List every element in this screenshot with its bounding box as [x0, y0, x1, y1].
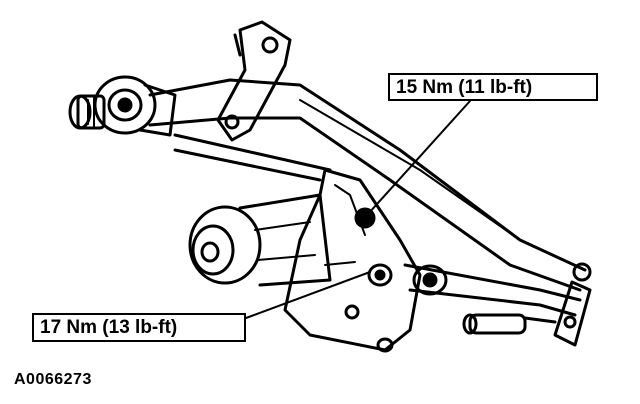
lower-callout-leader — [245, 271, 371, 319]
motor-crank-arm — [403, 263, 582, 317]
gearbox-mounting-plate — [283, 168, 422, 353]
secondary-linkage-arm — [173, 133, 332, 182]
wiper-motor — [188, 193, 332, 287]
upper-torque-callout: 15 Nm (11 lb-ft) — [388, 73, 598, 101]
left-pivot-assembly — [68, 75, 177, 137]
lower-torque-callout: 17 Nm (13 lb-ft) — [32, 313, 246, 342]
main-linkage-arm — [148, 78, 587, 292]
right-pivot-assembly — [462, 262, 592, 347]
upper-callout-leader — [367, 100, 471, 215]
upper-mounting-bracket — [216, 20, 292, 142]
figure-identifier: A0066273 — [14, 371, 92, 388]
